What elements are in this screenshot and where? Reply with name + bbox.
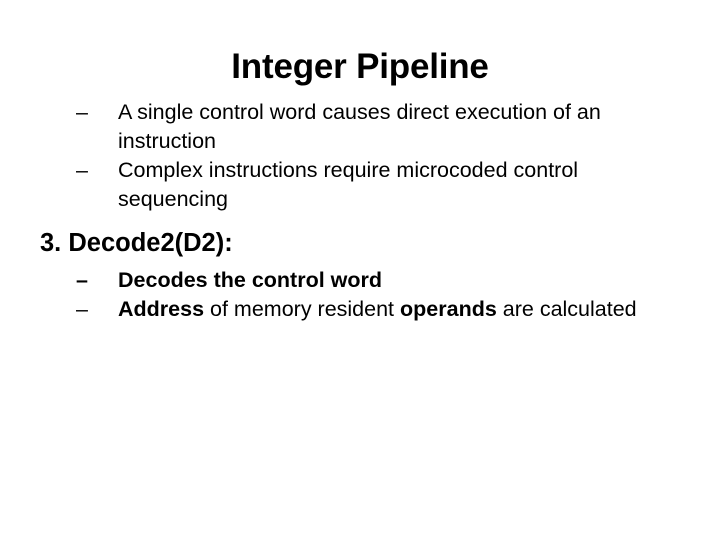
bullet-text: Decodes the control word — [118, 268, 383, 292]
bullet-item: – Address of memory resident operands ar… — [0, 295, 720, 324]
dash-bullet-icon: – — [76, 158, 88, 182]
numbered-heading-text: 3. Decode2(D2): — [40, 229, 233, 257]
text-run: of memory resident — [204, 297, 401, 321]
bullet-item: – Decodes the control word — [0, 266, 720, 295]
bold-run: operands — [400, 297, 497, 321]
numbered-heading: 3. Decode2(D2): — [0, 226, 720, 260]
bullet-text: A single control word causes direct exec… — [118, 100, 601, 153]
text-run: are calculated — [496, 297, 637, 321]
dash-bullet-icon: – — [76, 268, 88, 292]
dash-bullet-icon: – — [76, 100, 88, 124]
slide-body: – A single control word causes direct ex… — [0, 98, 720, 324]
bullet-item: – Complex instructions require microcode… — [0, 156, 720, 214]
bullet-text: Complex instructions require microcoded … — [118, 158, 579, 211]
page-title: Integer Pipeline — [231, 47, 489, 86]
bullet-text: Address of memory resident operands are … — [118, 297, 637, 321]
spacer — [0, 214, 720, 226]
bullet-item: – A single control word causes direct ex… — [0, 98, 720, 156]
dash-bullet-icon: – — [76, 297, 88, 321]
bold-run: Address — [118, 297, 205, 321]
